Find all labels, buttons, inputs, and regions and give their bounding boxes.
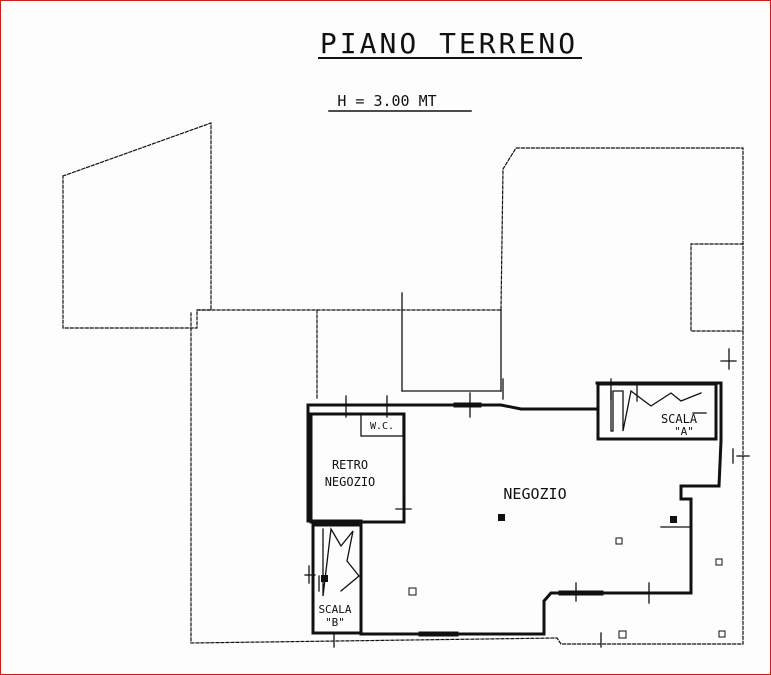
scala-b-label-line1: SCALA bbox=[318, 603, 351, 616]
retro-label-line1: RETRO bbox=[332, 458, 368, 472]
retro-label-line2: NEGOZIO bbox=[325, 475, 376, 489]
column-4 bbox=[715, 558, 723, 566]
left-plot-outline bbox=[62, 122, 212, 329]
scala-a-box bbox=[596, 382, 718, 441]
column-5 bbox=[408, 587, 417, 596]
main-wall-top bbox=[306, 403, 599, 411]
main-wall-left bbox=[306, 403, 363, 636]
column-7 bbox=[718, 630, 726, 638]
main-wall-right bbox=[359, 381, 723, 636]
outer-boundary bbox=[190, 147, 744, 645]
column-2 bbox=[670, 516, 677, 523]
wc-room bbox=[360, 413, 404, 437]
scala-b-box bbox=[311, 523, 363, 635]
wc-label: W.C. bbox=[370, 421, 394, 432]
negozio-label: NEGOZIO bbox=[503, 485, 566, 503]
plan-title: PIANO TERRENO bbox=[320, 27, 578, 60]
column-1 bbox=[498, 514, 505, 521]
scala-b-steps bbox=[322, 527, 360, 597]
retro-negozio-room bbox=[309, 412, 406, 524]
column-8 bbox=[321, 575, 328, 582]
scala-b-label-line2: "B" bbox=[325, 616, 345, 629]
scala-a-steps bbox=[610, 389, 702, 432]
column-6 bbox=[618, 630, 627, 639]
scala-a-label-line1: SCALA bbox=[661, 412, 698, 426]
section-ticks bbox=[304, 348, 750, 648]
scala-a-label-line2: "A" bbox=[674, 425, 694, 438]
column-3 bbox=[615, 537, 623, 545]
right-small-outline bbox=[690, 243, 744, 332]
height-note: H = 3.00 MT bbox=[337, 92, 436, 110]
